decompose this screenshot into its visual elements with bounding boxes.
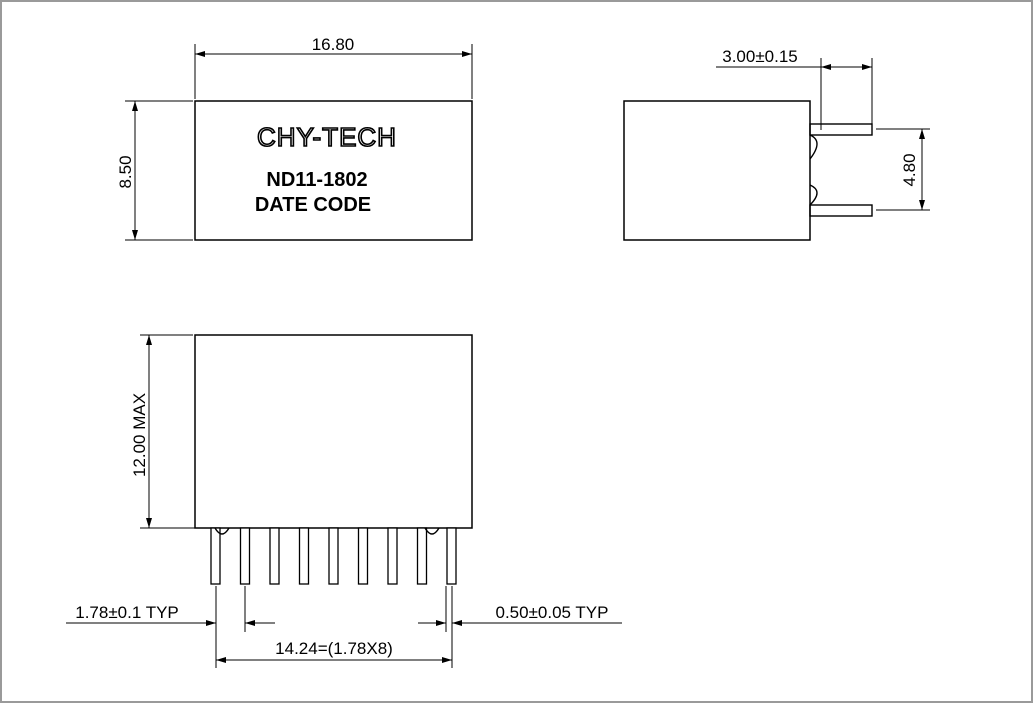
front-pin	[446, 527, 457, 585]
pitch-dimension-text: 1.78±0.1 TYP	[75, 603, 179, 622]
top-view-body	[194, 100, 473, 241]
span-dimension: 14.24=(1.78X8)	[216, 639, 452, 663]
pin-spacing-dimension: 4.80	[876, 128, 930, 211]
front-pin	[328, 527, 339, 585]
front-height-dimension-text: 12.00 MAX	[130, 393, 149, 477]
pin-width-dimension-text: 0.50±0.05 TYP	[496, 603, 609, 622]
front-pin	[239, 527, 251, 585]
width-dimension-text: 16.80	[312, 35, 355, 54]
side-view-body	[623, 100, 811, 241]
pin-length-dimension: 3.00±0.15	[716, 47, 873, 130]
front-pin	[298, 527, 310, 585]
width-dimension: 16.80	[194, 35, 473, 99]
pin-width-dimension: 0.50±0.05 TYP	[418, 586, 622, 668]
height-dimension: 8.50	[116, 100, 193, 241]
front-pin	[210, 527, 221, 585]
height-dimension-text: 8.50	[116, 155, 135, 188]
logo-text: CHY-TECH	[257, 122, 397, 152]
front-pin	[269, 527, 280, 585]
front-pin	[387, 527, 398, 585]
pin-spacing-dimension-text: 4.80	[900, 153, 919, 186]
front-height-dimension: 12.00 MAX	[130, 334, 212, 529]
front-view: 12.00 MAX 1.78±0.1 TYP 0.50±0.05 TYP 14.…	[66, 334, 622, 668]
front-pins	[210, 527, 457, 585]
standoff-bump	[214, 527, 230, 535]
pin-length-dimension-text: 3.00±0.15	[722, 47, 798, 66]
side-pin-top	[809, 123, 873, 136]
top-view: CHY-TECH ND11-1802 DATE CODE 16.80 8.50	[116, 35, 473, 241]
front-pin	[416, 527, 428, 585]
side-pin-bottom	[809, 204, 873, 217]
part-number-label: ND11-1802	[266, 169, 367, 191]
span-dimension-text: 14.24=(1.78X8)	[275, 639, 393, 658]
date-code-label: DATE CODE	[255, 194, 371, 216]
pitch-dimension: 1.78±0.1 TYP	[66, 586, 275, 668]
front-pin	[357, 527, 369, 585]
standoff-bump	[424, 527, 440, 535]
side-view: 3.00±0.15 4.80	[623, 47, 930, 241]
front-view-body	[194, 334, 473, 529]
